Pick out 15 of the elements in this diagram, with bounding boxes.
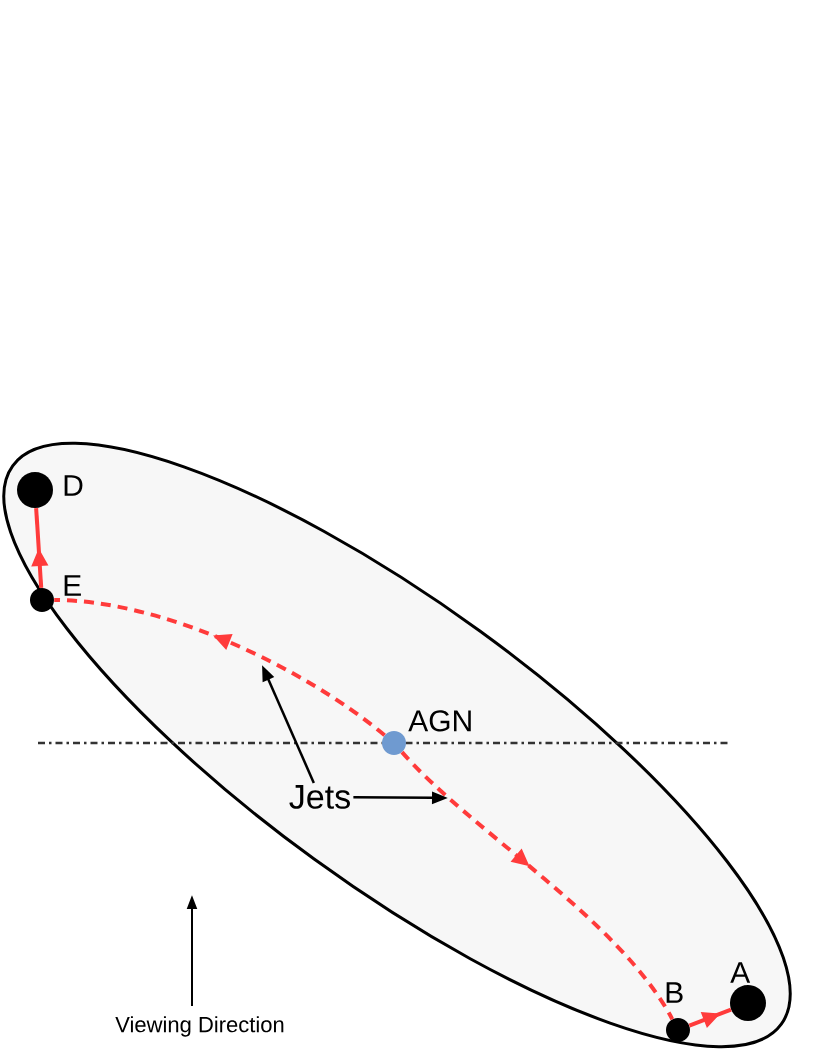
point-label: D: [64, 475, 83, 496]
point-dot: [17, 472, 53, 508]
jets-label: Jets: [289, 785, 350, 809]
point-dot: [730, 985, 766, 1021]
point-label: B: [666, 982, 683, 1003]
point-label: AGN: [408, 710, 471, 732]
point-dot: [666, 1018, 690, 1042]
ellipse: [2, 441, 792, 1049]
jet-arrow: [54, 598, 386, 737]
point-dot: [382, 731, 406, 755]
point-label: E: [64, 575, 81, 596]
axis-label: Viewing Direction: [115, 1016, 284, 1037]
point-dot: [30, 588, 54, 612]
jet-arrow: [400, 750, 674, 1021]
point-label: A: [730, 962, 751, 983]
